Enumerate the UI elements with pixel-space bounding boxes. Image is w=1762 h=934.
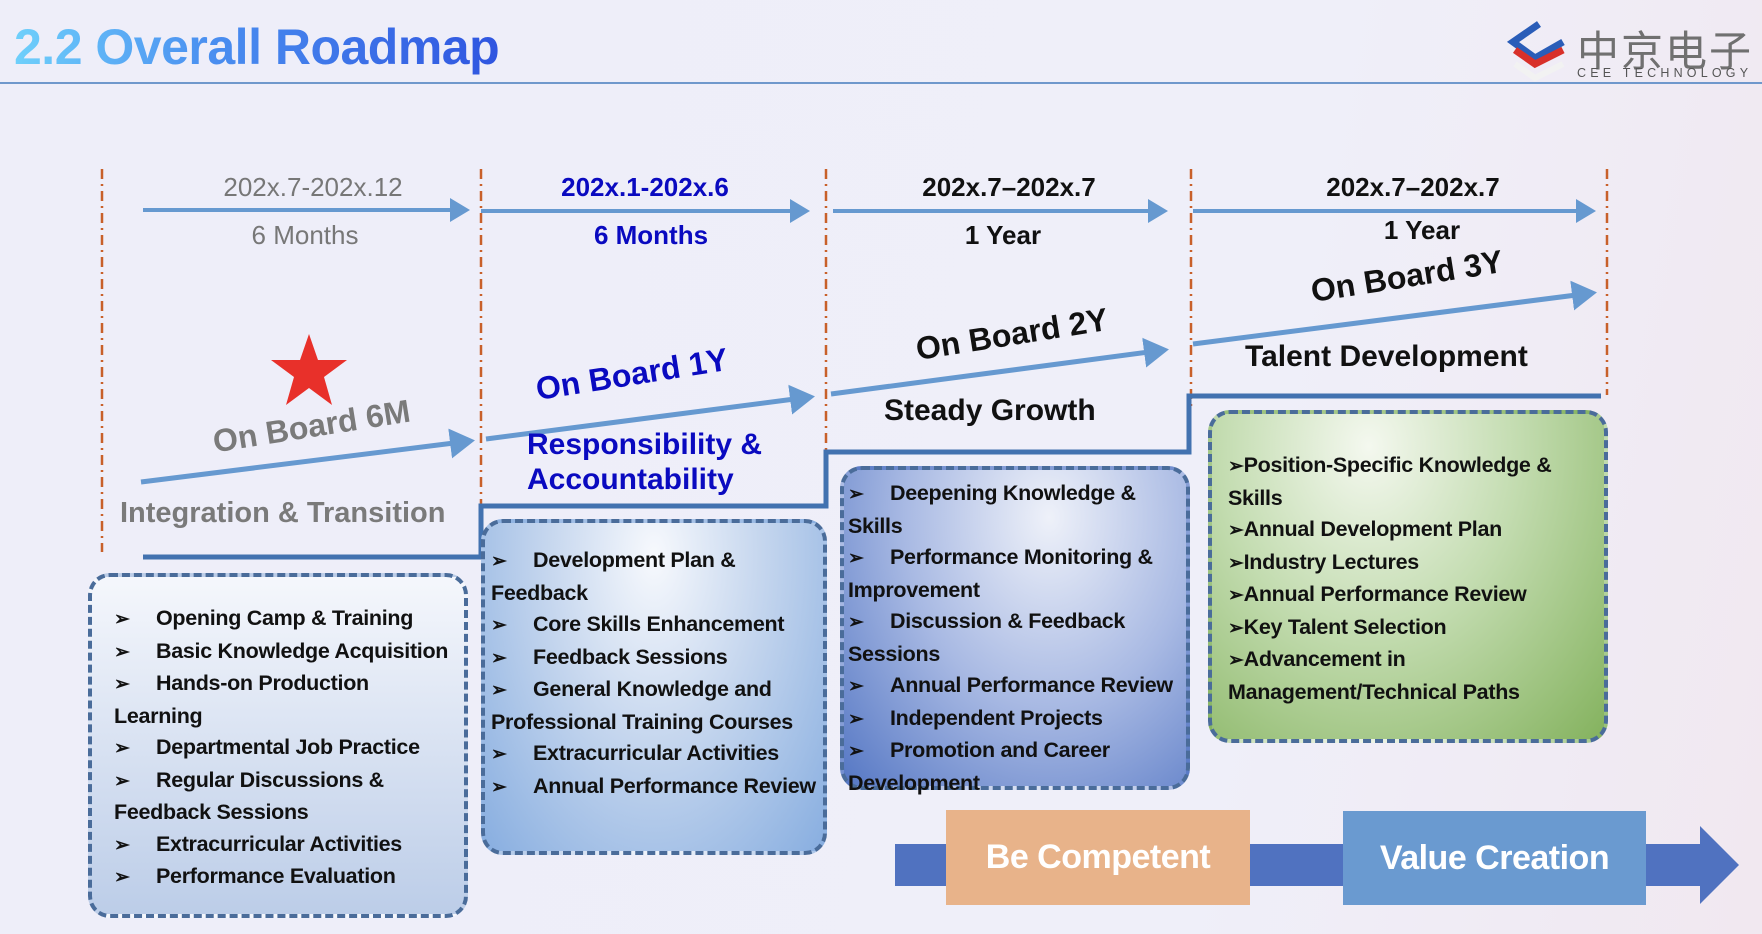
list-item: ➢Basic Knowledge Acquisition [114,636,454,669]
list-item: ➢Annual Performance Review [848,670,1182,703]
arrow-bullet-icon: ➢ [848,741,864,762]
arrow-bullet-icon: ➢ [114,738,130,759]
phase-2-activities: ➢Development Plan & Feedback ➢Core Skill… [481,519,827,855]
list-item: ➢Departmental Job Practice [114,732,454,765]
list-item: ➢Discussion & Feedback Sessions [848,609,1126,666]
growth-arrows [140,280,1597,485]
stage-integration: Integration & Transition [120,497,446,529]
list-item: ➢General Knowledge and Professional Trai… [491,677,793,734]
phase-4-activities: ➢Position-Specific Knowledge & Skills ➢A… [1208,410,1608,743]
list-item: ➢Feedback Sessions [491,642,817,675]
phase-4-duration: 1 Year [1383,215,1461,245]
stage-responsibility-line1: Responsibility & [527,428,763,461]
arrow-bullet-icon: ➢ [1228,552,1244,574]
arrow-bullet-icon: ➢ [1228,456,1244,477]
period-arrows [143,198,1596,223]
arrow-bullet-icon: ➢ [491,615,507,636]
arrow-bullet-icon: ➢ [114,834,130,856]
arrow-bullet-icon: ➢ [491,680,507,701]
list-item: ➢Advancement in Management/Technical Pat… [1228,647,1520,704]
logo-chinese-text: 中京电子 [1577,27,1754,76]
logo-mark-icon [1506,21,1565,82]
list-item: ➢Position-Specific Knowledge & Skills [1228,453,1552,510]
list-item: ➢Annual Development Plan [1228,514,1596,547]
arrow-bullet-icon: ➢ [114,674,130,695]
list-item: ➢Opening Camp & Training [114,603,454,636]
list-item: ➢Performance Evaluation [114,861,454,894]
phase-1-date: 202x.7-202x.12 [223,172,403,202]
list-item: ➢Independent Projects [848,703,1182,736]
arrow-bullet-icon: ➢ [491,647,507,669]
list-item: ➢Key Talent Selection [1228,612,1596,645]
arrow-bullet-icon: ➢ [1228,520,1244,541]
arrow-bullet-icon: ➢ [1228,650,1244,671]
phase-4-date: 202x.7–202x.7 [1326,172,1500,202]
arrow-bullet-icon: ➢ [114,770,130,792]
arrow-bullet-icon: ➢ [848,612,864,633]
arrow-bullet-icon: ➢ [848,708,864,730]
list-item: ➢Deepening Knowledge & Skills [848,481,1136,538]
arrow-bullet-icon: ➢ [848,548,864,569]
arrow-bullet-icon: ➢ [848,676,864,697]
arrow-bullet-icon: ➢ [491,776,507,798]
list-item: ➢Extracurricular Activities [114,829,454,862]
page-title: 2.2 Overall Roadmap [14,19,500,75]
red-star-icon [271,334,347,405]
list-item: ➢Regular Discussions & Feedback Sessions [114,767,384,825]
stage-responsibility-line2: Accountability [527,463,734,496]
arrow-bullet-icon: ➢ [114,609,130,630]
stage-talent-development: Talent Development [1245,340,1528,373]
phase-1-activities: ➢Opening Camp & Training ➢Basic Knowledg… [88,573,468,918]
list-item: ➢Development Plan & Feedback [491,548,736,605]
phase-3-duration: 1 Year [964,220,1042,250]
arrow-bullet-icon: ➢ [848,484,864,505]
phase-3-activities: ➢Deepening Knowledge & Skills ➢Performan… [840,466,1190,795]
list-item: ➢Performance Monitoring & Improvement [848,545,1153,602]
phase-dividers [100,169,1609,552]
arrow-bullet-icon: ➢ [1228,585,1244,606]
logo-english-text: CEE TECHNOLOGY [1577,66,1753,80]
value-creation-label: Value Creation [1343,811,1646,905]
arrow-bullet-icon: ➢ [114,867,130,888]
stage-steady-growth: Steady Growth [884,394,1096,427]
arrow-bullet-icon: ➢ [491,551,507,572]
list-item: ➢Extracurricular Activities [491,738,817,771]
list-item: ➢Annual Performance Review [1228,579,1596,612]
list-item: ➢Annual Performance Review [491,771,817,804]
phase-3-date: 202x.7–202x.7 [922,172,1096,202]
phase-1-duration: 6 Months [251,220,359,250]
list-item: ➢Hands-on Production Learning [114,671,369,728]
list-item: ➢Industry Lectures [1228,547,1596,580]
arrow-bullet-icon: ➢ [1228,617,1244,639]
arrow-bullet-icon: ➢ [114,641,130,663]
phase-2-date: 202x.1-202x.6 [561,172,729,202]
phase-2-duration: 6 Months [593,220,709,250]
list-item: ➢Core Skills Enhancement [491,609,817,642]
list-item: ➢Promotion and Career Development [848,738,1110,795]
be-competent-label: Be Competent [946,810,1250,905]
arrow-bullet-icon: ➢ [491,744,507,765]
